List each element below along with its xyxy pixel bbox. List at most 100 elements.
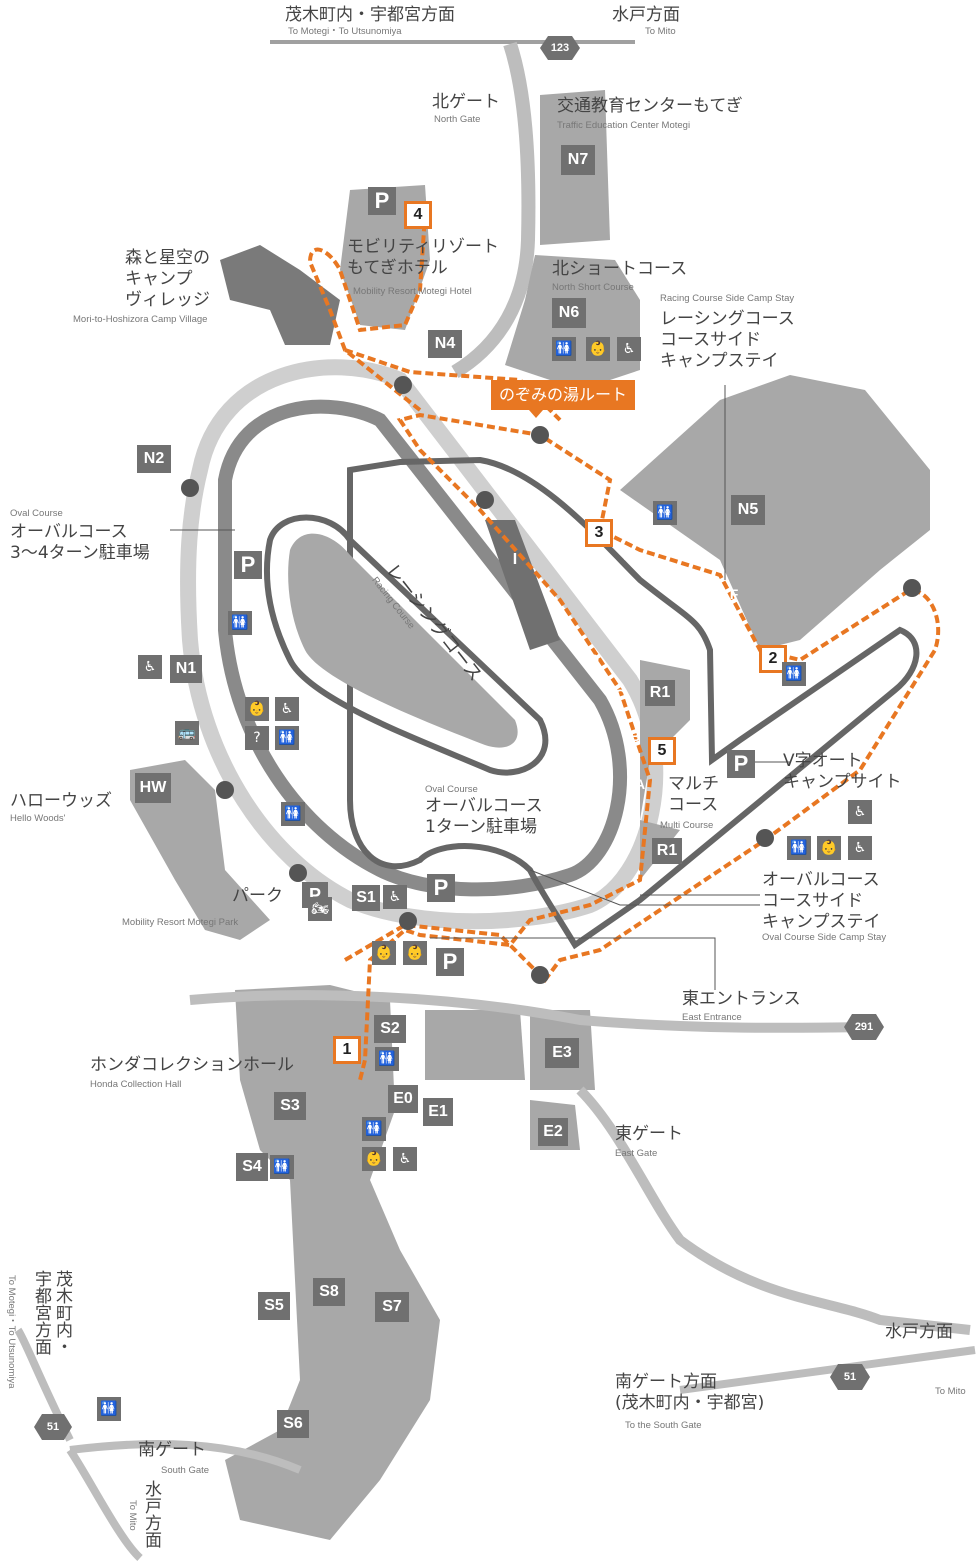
- road-shield-51b: [34, 1414, 72, 1440]
- road-123: 123: [550, 42, 570, 54]
- wheelchair-icon: ♿: [393, 1147, 417, 1171]
- zone-e3[interactable]: E3: [545, 1038, 579, 1068]
- park-en: Mobility Resort Motegi Park: [122, 917, 239, 928]
- zone-r1-south[interactable]: R1: [652, 838, 682, 864]
- zone-s3[interactable]: S3: [274, 1092, 306, 1120]
- zone-s6[interactable]: S6: [277, 1410, 309, 1438]
- restroom-icon: 🚻: [653, 501, 677, 525]
- to-motegi-en: To Motegi・To Utsunomiya: [288, 26, 402, 37]
- stop-4[interactable]: 4: [404, 201, 432, 229]
- restroom-icon: 🚻: [97, 1397, 121, 1421]
- to-mito-en: To Mito: [645, 26, 676, 37]
- north-gate-en: North Gate: [434, 114, 481, 125]
- rc-camp-en: Racing Course Side Camp Stay: [660, 293, 795, 304]
- zone-r1-north[interactable]: R1: [645, 680, 675, 706]
- pit-building: [485, 520, 560, 650]
- north-short-en: North Short Course: [552, 282, 634, 293]
- zone-n4[interactable]: N4: [428, 330, 462, 358]
- oval1-en: Oval Course: [425, 784, 478, 795]
- zone-n2[interactable]: N2: [137, 445, 171, 473]
- east-gate-road: [576, 1086, 971, 1335]
- restroom-icon: 🚻: [275, 726, 299, 750]
- leader-ovalside: [529, 869, 760, 906]
- zone-s2[interactable]: S2: [374, 1015, 406, 1043]
- east-entrance-en: East Entrance: [682, 1012, 742, 1023]
- north-short-label: 北ショートコース: [552, 259, 688, 279]
- gate-d: D: [588, 651, 600, 667]
- inner-circuit: [263, 514, 549, 776]
- v-auto-label: V字オート キャンプサイト: [783, 751, 902, 792]
- oval-course-outer: [180, 359, 664, 930]
- zone-s7[interactable]: S7: [375, 1292, 409, 1322]
- honda-hall-label: ホンダコレクションホール: [90, 1055, 294, 1075]
- park-label: パーク: [232, 886, 283, 906]
- hello-woods-label: ハローウッズ: [10, 791, 112, 811]
- stop-3[interactable]: 3: [585, 519, 613, 547]
- parking-vauto[interactable]: P: [727, 750, 755, 778]
- road-shield-291: [844, 1014, 884, 1040]
- gate-c: C: [614, 686, 626, 702]
- gate-a: A: [634, 776, 646, 792]
- multi-course-label: マルチ コース: [668, 774, 719, 815]
- zone-i[interactable]: I: [512, 551, 518, 568]
- zone-hw[interactable]: HW: [135, 773, 171, 803]
- oval-side-camp-en: Oval Course Side Camp Stay: [762, 932, 887, 943]
- road-291: 291: [854, 1021, 874, 1033]
- gate-e: E: [623, 547, 633, 563]
- zone-n5[interactable]: N5: [731, 495, 765, 525]
- bottom-mito-label: 水戸方面: [141, 1480, 161, 1548]
- zone-n7[interactable]: N7: [561, 145, 595, 175]
- zone-s4[interactable]: S4: [236, 1153, 268, 1181]
- mito-south-label: 水戸方面: [885, 1322, 953, 1342]
- oval-side-camp-label: オーバルコース コースサイド キャンプステイ: [762, 870, 881, 932]
- restroom-icon: 🚻: [281, 802, 305, 826]
- north-road: [451, 41, 536, 379]
- restroom-icon: 🚻: [362, 1117, 386, 1141]
- east-road: [189, 990, 881, 1033]
- east-entrance-label: 東エントランス: [682, 989, 801, 1009]
- parking-east[interactable]: P: [436, 948, 464, 976]
- to-mito-label: 水戸方面: [612, 5, 680, 25]
- zone-e1[interactable]: E1: [423, 1098, 453, 1126]
- zone-s8[interactable]: S8: [313, 1278, 345, 1306]
- south-gate-label: 南ゲート: [138, 1440, 206, 1460]
- nursing-room-icon: 👶: [817, 836, 841, 860]
- gate-h: H: [834, 648, 846, 664]
- stop-5[interactable]: 5: [648, 737, 676, 765]
- south-gate-en: South Gate: [161, 1465, 210, 1476]
- mito-road: [679, 1346, 976, 1394]
- wheelchair-icon: ♿: [617, 337, 641, 361]
- parking-oval1[interactable]: P: [427, 874, 455, 902]
- south-road: [69, 1440, 302, 1474]
- left-motegi-en: To Motegi・To Utsunomiya: [6, 1275, 17, 1389]
- stop-1[interactable]: 1: [333, 1036, 361, 1064]
- zone-s1[interactable]: S1: [352, 885, 380, 911]
- to-motegi-label: 茂木町内・宇都宮方面: [285, 5, 455, 25]
- nozomi-route-label: のぞみの湯ルート: [491, 380, 636, 418]
- zone-s5[interactable]: S5: [258, 1292, 290, 1320]
- hotel-label: モビリティリゾート もてぎホテル: [347, 237, 499, 278]
- zone-n6[interactable]: N6: [552, 298, 586, 328]
- nozomi-route-path: [307, 214, 941, 1081]
- traffic-center-en: Traffic Education Center Motegi: [557, 120, 691, 131]
- zone-n1[interactable]: N1: [170, 655, 202, 683]
- nursing-room-icon: 👶: [403, 941, 427, 965]
- road-51-west: 51: [46, 1421, 60, 1433]
- honda-hall-en: Honda Collection Hall: [90, 1079, 182, 1090]
- no-entry-icon: [181, 376, 921, 984]
- zone-e0[interactable]: E0: [388, 1085, 418, 1113]
- parking-oval[interactable]: P: [234, 551, 262, 579]
- bottom-mito-en: To Mito: [127, 1500, 138, 1531]
- zone-e2[interactable]: E2: [538, 1118, 568, 1146]
- wheelchair-icon: ♿: [275, 697, 299, 721]
- parking-hotel[interactable]: P: [368, 187, 396, 215]
- rc-camp-label: レーシングコース コースサイド キャンプステイ: [660, 309, 795, 371]
- restroom-icon: 🚻: [552, 337, 576, 361]
- accessible-parking-icon: ♿: [383, 885, 407, 909]
- accessible-parking-icon: ♿: [848, 800, 872, 824]
- traffic-center-label: 交通教育センターもてぎ: [557, 96, 743, 116]
- east-land: [425, 1010, 525, 1080]
- information-icon: ?: [245, 726, 269, 750]
- multi-course-en: Multi Course: [660, 820, 714, 831]
- bus-icon: 🚌: [175, 721, 199, 745]
